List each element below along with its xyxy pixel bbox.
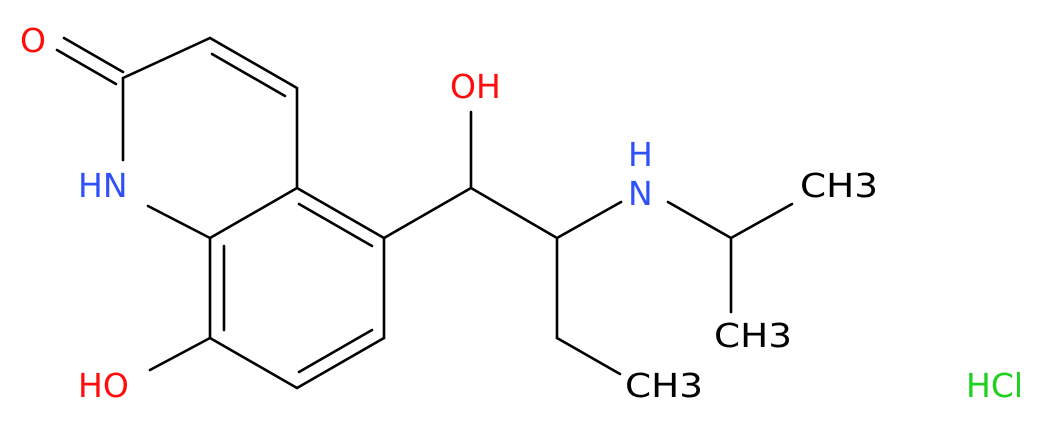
atom-phenol-hydroxyl: HO <box>78 366 129 405</box>
bond-n-ch <box>666 200 733 240</box>
salt-label: HCl <box>966 366 1023 405</box>
bond-c3-c4-inner <box>210 52 287 98</box>
bond-c2-c3 <box>121 36 212 80</box>
bond-c3-c4 <box>208 36 299 90</box>
bond-carbonyl-1 <box>62 36 125 74</box>
bond-c5-cα <box>382 186 473 240</box>
bond-carbonyl-2 <box>55 48 118 86</box>
bond-c7-c8 <box>208 336 299 390</box>
bond-c4a-c5-inner <box>297 202 374 248</box>
bond-cα-cβ <box>469 186 559 240</box>
bond-c8a-c4a <box>208 186 299 240</box>
atom-carbonyl-oxygen: O <box>20 21 46 60</box>
atom-ring-nitrogen: HN <box>78 166 128 205</box>
bond-c6-c7 <box>295 336 386 390</box>
bond-ch2-ch3 <box>555 336 622 376</box>
methyl-ethyl: CH3 <box>625 366 703 405</box>
methyl-top: CH3 <box>800 166 878 205</box>
bond-n1-c8a <box>146 204 212 240</box>
methyl-bottom: CH3 <box>714 316 792 355</box>
atom-amine-nitrogen: N <box>628 174 653 213</box>
bond-c6-c7-inner <box>297 328 374 374</box>
bond-ch-me-top <box>729 202 794 240</box>
atom-amine-hydrogen: H <box>628 135 653 174</box>
atom-side-hydroxyl: OH <box>450 67 501 106</box>
atom-labels: O HN HO OH H N CH3 CH3 CH3 HCl <box>20 21 1023 405</box>
bond-c4a-c5 <box>295 186 386 240</box>
bonds <box>55 36 794 390</box>
bond-cβ-n <box>555 200 623 240</box>
bond-c8-oh <box>148 336 212 372</box>
